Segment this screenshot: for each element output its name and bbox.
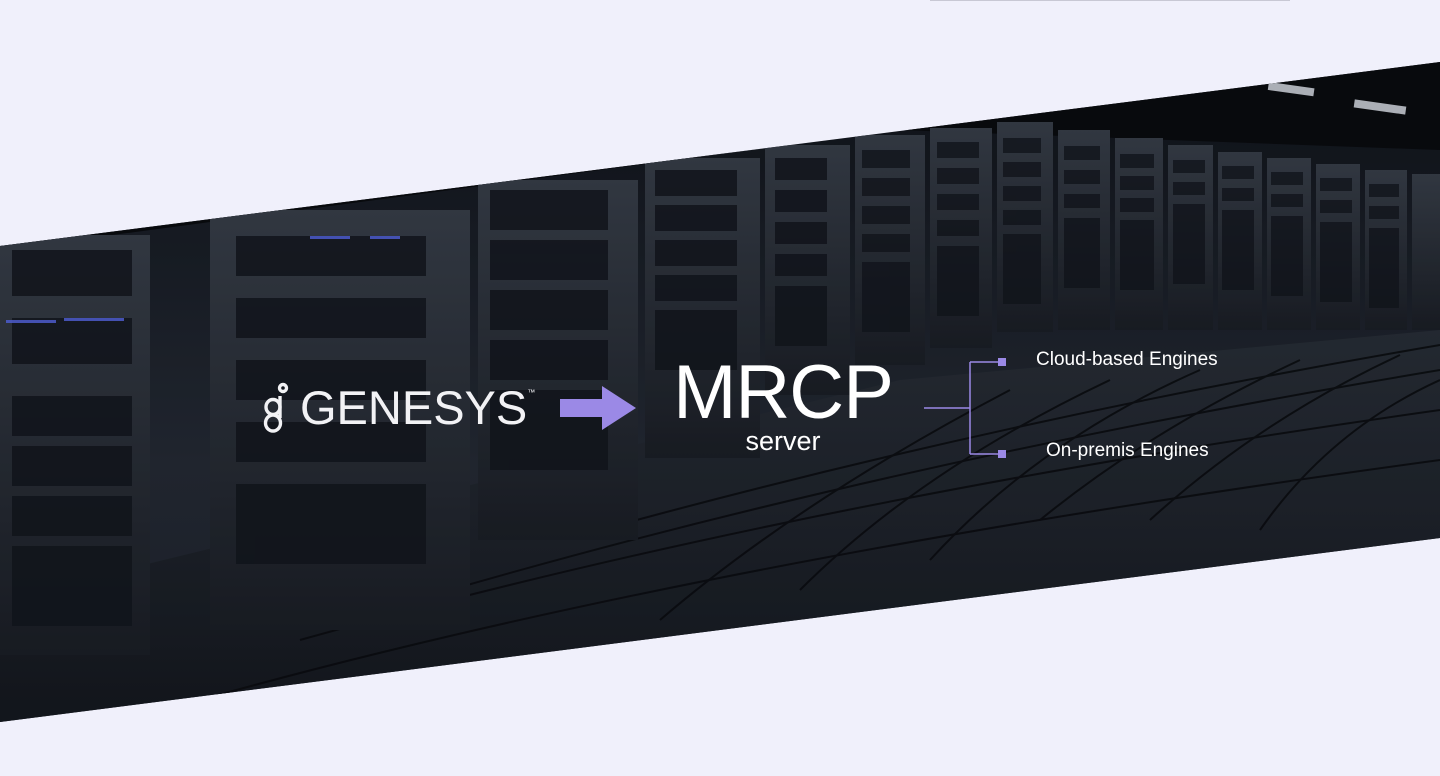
genesys-logo-text: GENESYS [300,381,528,434]
genesys-logo-icon [263,382,289,433]
mrcp-server-block: MRCP server [660,350,906,456]
onprem-engines-label: On-premis Engines [1046,440,1209,461]
branch-connector [924,358,1006,458]
onprem-node-square [998,450,1006,458]
mrcp-subtitle: server [745,426,821,456]
top-divider-line [930,0,1290,1]
cloud-engines-label: Cloud-based Engines [1036,349,1218,370]
trademark-mark: ™ [527,387,536,397]
right-arrow-icon [560,386,636,430]
mrcp-title: MRCP [673,350,894,435]
cloud-node-square [998,358,1006,366]
